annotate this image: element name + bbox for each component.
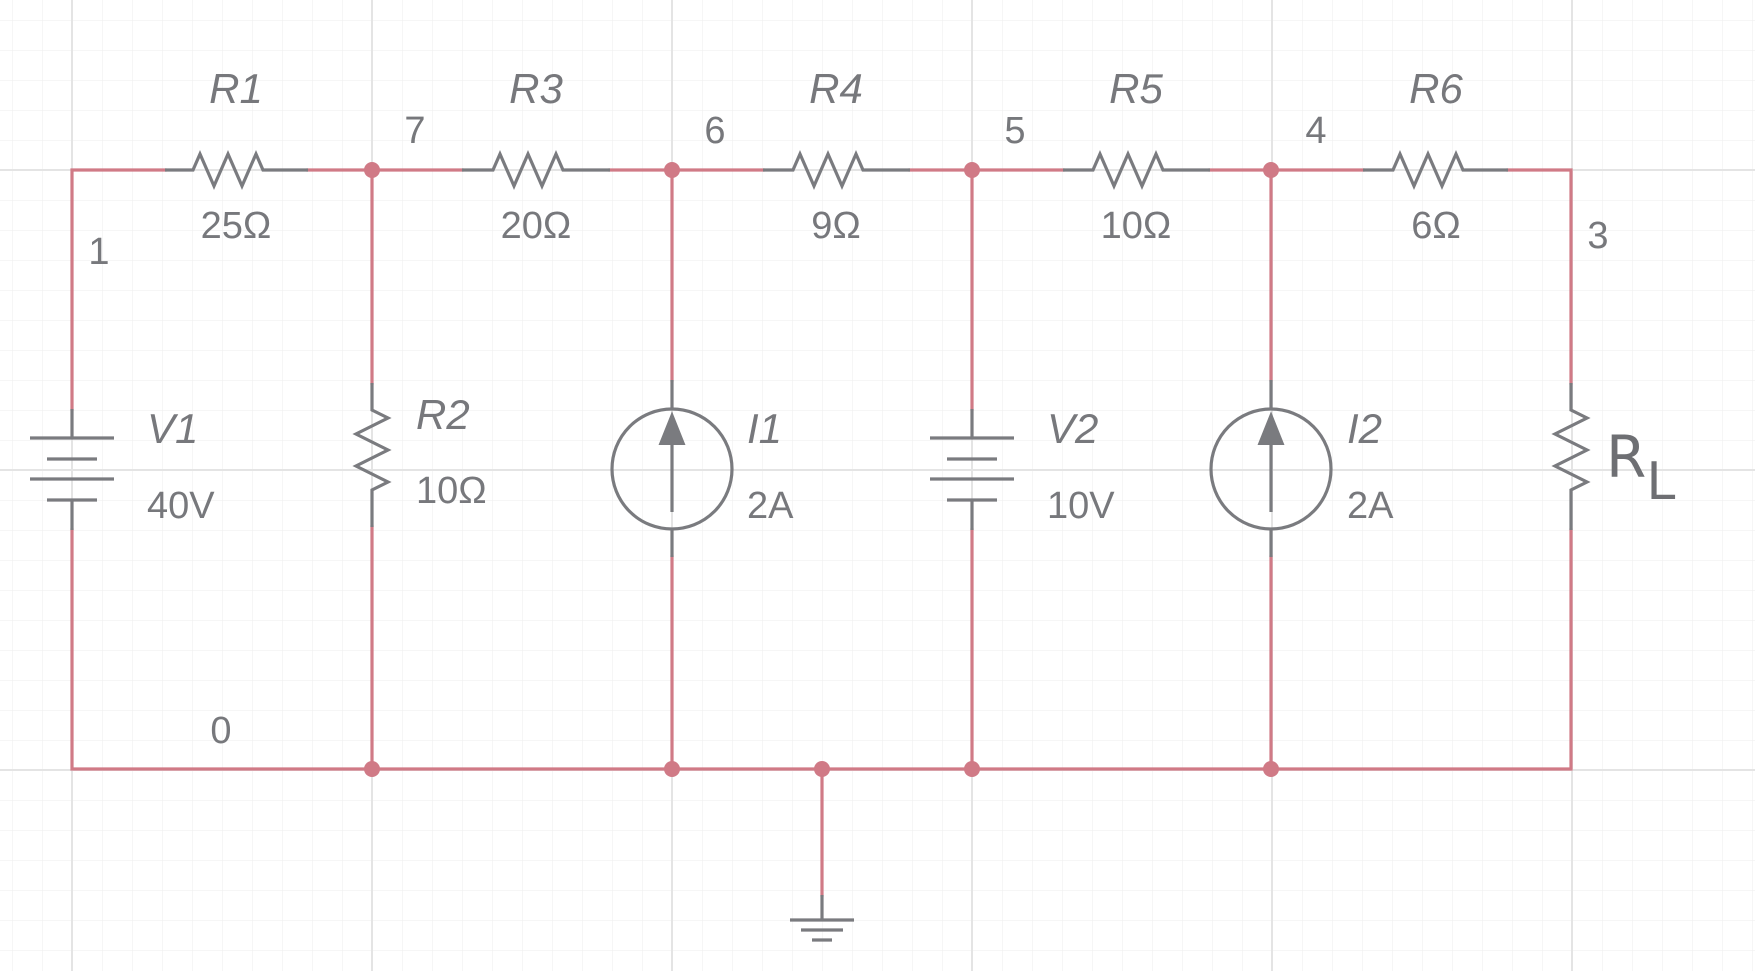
junction-dot — [664, 162, 680, 178]
node-label-6: 6 — [704, 110, 725, 152]
battery-v1-symbol — [30, 409, 114, 530]
resistor-r2-symbol — [352, 383, 392, 527]
node-label-1: 1 — [88, 231, 109, 273]
i1-name: I1 — [747, 405, 782, 452]
battery-v2-symbol — [930, 409, 1014, 530]
resistor-r3-symbol — [462, 150, 610, 190]
r6-value: 6Ω — [1411, 205, 1461, 247]
junction-dot — [814, 761, 830, 777]
current-source-i2-symbol — [1209, 380, 1333, 557]
i2-value: 2A — [1347, 485, 1394, 527]
junction-dot — [964, 162, 980, 178]
rl-name: R — [1606, 423, 1646, 491]
r1-value: 25Ω — [201, 205, 272, 247]
r3-value: 20Ω — [501, 205, 572, 247]
junction-dot — [364, 761, 380, 777]
node-label-0: 0 — [210, 710, 231, 752]
v2-value: 10V — [1047, 485, 1115, 527]
node-label-3: 3 — [1587, 215, 1608, 257]
r1-name: R1 — [209, 65, 263, 112]
node-label-7: 7 — [404, 110, 425, 152]
r5-value: 10Ω — [1101, 205, 1172, 247]
v1-name: V1 — [147, 405, 198, 452]
junction-dots — [364, 162, 1279, 777]
i2-name: I2 — [1347, 405, 1382, 452]
r2-value: 10Ω — [416, 470, 487, 512]
resistor-r4-symbol — [763, 150, 910, 190]
resistor-r1-symbol — [165, 150, 308, 190]
resistor-r5-symbol — [1063, 150, 1210, 190]
r2-name: R2 — [416, 391, 470, 438]
junction-dot — [364, 162, 380, 178]
rl-label: RL — [1606, 423, 1675, 512]
resistor-rl-symbol — [1551, 383, 1591, 530]
ground-icon — [790, 895, 854, 942]
v1-value: 40V — [147, 485, 215, 527]
junction-dot — [664, 761, 680, 777]
v2-name: V2 — [1047, 405, 1098, 452]
junction-dot — [964, 761, 980, 777]
wire-top-1 — [70, 168, 167, 411]
node-label-4: 4 — [1305, 110, 1326, 152]
r4-value: 9Ω — [811, 205, 861, 247]
current-source-i1-symbol — [610, 380, 734, 557]
node-labels: 1 7 6 5 4 3 0 — [88, 110, 1608, 752]
r4-name: R4 — [809, 65, 863, 112]
junction-dot — [1263, 162, 1279, 178]
r6-name: R6 — [1409, 65, 1463, 112]
r5-name: R5 — [1109, 65, 1163, 112]
rl-subscript: L — [1646, 452, 1675, 512]
wire-top-3 — [1506, 168, 1573, 385]
r3-name: R3 — [509, 65, 563, 112]
resistor-r6-symbol — [1363, 150, 1508, 190]
components — [30, 150, 1591, 942]
component-labels: R1 25Ω R3 20Ω R4 9Ω R5 10Ω R6 6Ω R2 10Ω … — [147, 65, 1675, 527]
junction-dot — [1263, 761, 1279, 777]
i1-value: 2A — [747, 485, 794, 527]
node-label-5: 5 — [1004, 110, 1025, 152]
